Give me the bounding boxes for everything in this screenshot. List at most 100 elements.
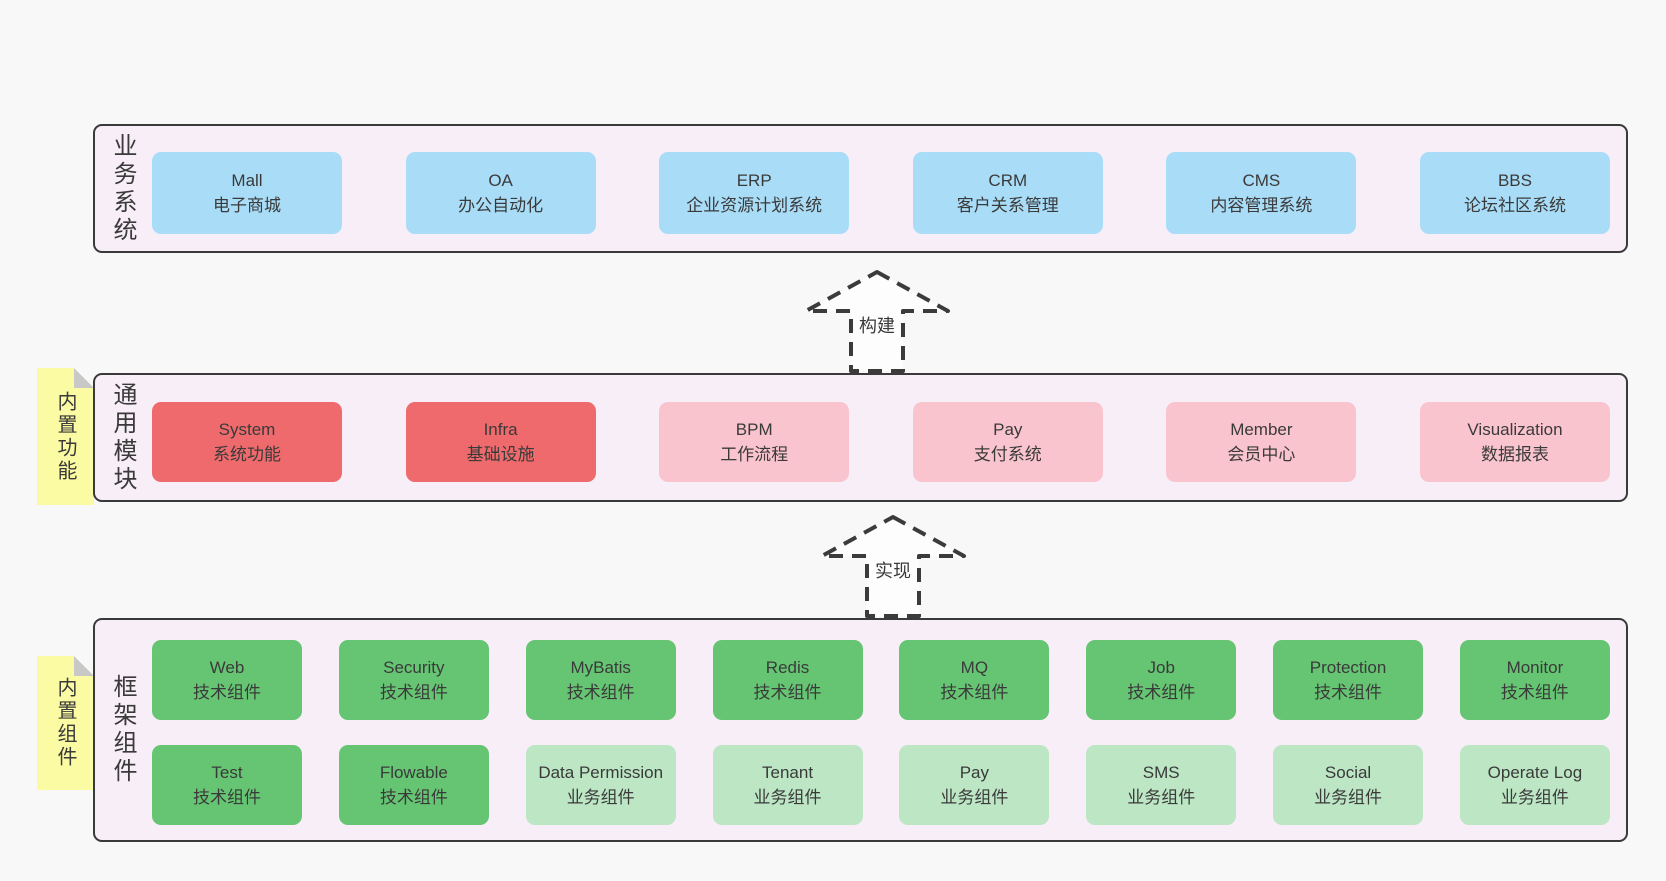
business-systems-row: Mall 电子商城 OA 办公自动化 ERP 企业资源计划系统 CRM 客户关系…	[152, 152, 1610, 234]
box-desc: 业务组件	[940, 788, 1009, 807]
box-name: Data Permission	[538, 763, 664, 782]
box-desc: 技术组件	[940, 683, 1009, 702]
box-name: Security	[383, 658, 445, 677]
box-name: SMS	[1142, 763, 1180, 782]
band-business-systems-label: 业务系统	[109, 132, 136, 245]
box-tenant: Tenant 业务组件	[712, 745, 863, 825]
box-desc: 技术组件	[1500, 683, 1569, 702]
box-pay: Pay 支付系统	[912, 402, 1103, 482]
box-desc: 工作流程	[720, 445, 789, 464]
box-desc: 支付系统	[973, 445, 1042, 464]
box-desc: 业务组件	[1314, 788, 1383, 807]
box-name: MyBatis	[570, 658, 631, 677]
box-oa: OA 办公自动化	[405, 152, 596, 234]
box-desc: 企业资源计划系统	[686, 196, 823, 215]
band-common-modules: 通用模块 System 系统功能 Infra 基础设施 BPM 工作流程 Pay…	[93, 373, 1628, 502]
box-name: Social	[1324, 763, 1372, 782]
box-name: Pay	[959, 763, 990, 782]
box-erp: ERP 企业资源计划系统	[659, 152, 850, 234]
box-desc: 技术组件	[379, 683, 448, 702]
box-desc: 电子商城	[213, 196, 281, 215]
box-desc: 数据报表	[1480, 445, 1549, 464]
box-desc: 会员中心	[1227, 445, 1296, 464]
band-business-systems: 业务系统 Mall 电子商城 OA 办公自动化 ERP 企业资源计划系统 CRM…	[93, 124, 1628, 253]
box-redis: Redis 技术组件	[712, 640, 863, 720]
box-visualization: Visualization 数据报表	[1419, 402, 1610, 482]
box-desc: 办公自动化	[458, 196, 544, 215]
box-desc: 业务组件	[753, 788, 822, 807]
box-desc: 基础设施	[466, 445, 535, 464]
box-desc: 业务组件	[1500, 788, 1569, 807]
box-operate-log: Operate Log 业务组件	[1459, 745, 1610, 825]
box-name: Pay	[993, 420, 1023, 439]
box-test: Test 技术组件	[152, 745, 302, 825]
box-name: CRM	[988, 171, 1028, 190]
box-name: MQ	[960, 658, 989, 677]
box-desc: 技术组件	[1314, 683, 1383, 702]
box-member: Member 会员中心	[1166, 402, 1357, 482]
box-desc: 技术组件	[379, 788, 448, 807]
box-name: Test	[211, 763, 243, 782]
arrow-implement: 实现	[818, 513, 968, 618]
box-crm: CRM 客户关系管理	[912, 152, 1103, 234]
box-bbs: BBS 论坛社区系统	[1419, 152, 1610, 234]
box-protection: Protection 技术组件	[1273, 640, 1424, 720]
box-desc: 系统功能	[213, 445, 281, 464]
band-framework-components-label: 框架组件	[109, 674, 136, 786]
box-system: System 系统功能	[152, 402, 342, 482]
box-name: Visualization	[1467, 420, 1563, 439]
box-security: Security 技术组件	[338, 640, 489, 720]
sticky-built-in-features: 内置功能	[37, 368, 94, 505]
box-data-permission: Data Permission 业务组件	[525, 745, 676, 825]
box-name: Member	[1230, 420, 1293, 439]
arrow-build-label: 构建	[856, 312, 898, 338]
framework-components-row-2: Test 技术组件 Flowable 技术组件 Data Permission …	[152, 745, 1610, 825]
box-web: Web 技术组件	[152, 640, 302, 720]
box-name: OA	[488, 171, 513, 190]
box-name: Monitor	[1506, 658, 1564, 677]
box-name: ERP	[736, 171, 772, 190]
framework-components-row-1: Web 技术组件 Security 技术组件 MyBatis 技术组件 Redi…	[152, 640, 1610, 720]
box-desc: 客户关系管理	[956, 196, 1059, 215]
common-modules-row: System 系统功能 Infra 基础设施 BPM 工作流程 Pay 支付系统…	[152, 402, 1610, 482]
sticky-text: 内置功能	[54, 390, 76, 483]
box-bpm: BPM 工作流程	[659, 402, 850, 482]
box-mybatis: MyBatis 技术组件	[525, 640, 676, 720]
box-desc: 技术组件	[193, 683, 261, 702]
box-desc: 论坛社区系统	[1463, 196, 1566, 215]
sticky-built-in-components: 内置组件	[37, 656, 94, 790]
box-desc: 技术组件	[566, 683, 635, 702]
box-name: Web	[209, 658, 245, 677]
box-name: Protection	[1309, 658, 1387, 677]
box-name: System	[218, 420, 276, 439]
box-desc: 业务组件	[1127, 788, 1196, 807]
box-mq: MQ 技术组件	[899, 640, 1050, 720]
box-social: Social 业务组件	[1273, 745, 1424, 825]
sticky-text: 内置组件	[54, 677, 76, 769]
box-desc: 技术组件	[753, 683, 822, 702]
box-monitor: Monitor 技术组件	[1459, 640, 1610, 720]
box-pay-business: Pay 业务组件	[899, 745, 1050, 825]
arrow-build: 构建	[802, 268, 952, 373]
box-desc: 业务组件	[566, 788, 635, 807]
box-cms: CMS 内容管理系统	[1166, 152, 1357, 234]
box-name: Flowable	[379, 763, 448, 782]
box-name: Infra	[483, 420, 518, 439]
box-name: Redis	[765, 658, 810, 677]
box-name: Job	[1147, 658, 1175, 677]
box-name: BPM	[735, 420, 773, 439]
arrow-implement-label: 实现	[872, 557, 914, 583]
folded-corner-icon	[74, 656, 94, 676]
band-common-modules-label: 通用模块	[109, 381, 136, 494]
box-desc: 技术组件	[1127, 683, 1196, 702]
box-job: Job 技术组件	[1086, 640, 1237, 720]
box-sms: SMS 业务组件	[1086, 745, 1237, 825]
band-framework-components: 框架组件 Web 技术组件 Security 技术组件 MyBatis 技术组件…	[93, 618, 1628, 842]
box-desc: 技术组件	[193, 788, 261, 807]
box-name: Tenant	[762, 763, 814, 782]
box-flowable: Flowable 技术组件	[338, 745, 489, 825]
folded-corner-icon	[74, 368, 94, 388]
box-desc: 内容管理系统	[1210, 196, 1313, 215]
box-name: Operate Log	[1487, 763, 1583, 782]
